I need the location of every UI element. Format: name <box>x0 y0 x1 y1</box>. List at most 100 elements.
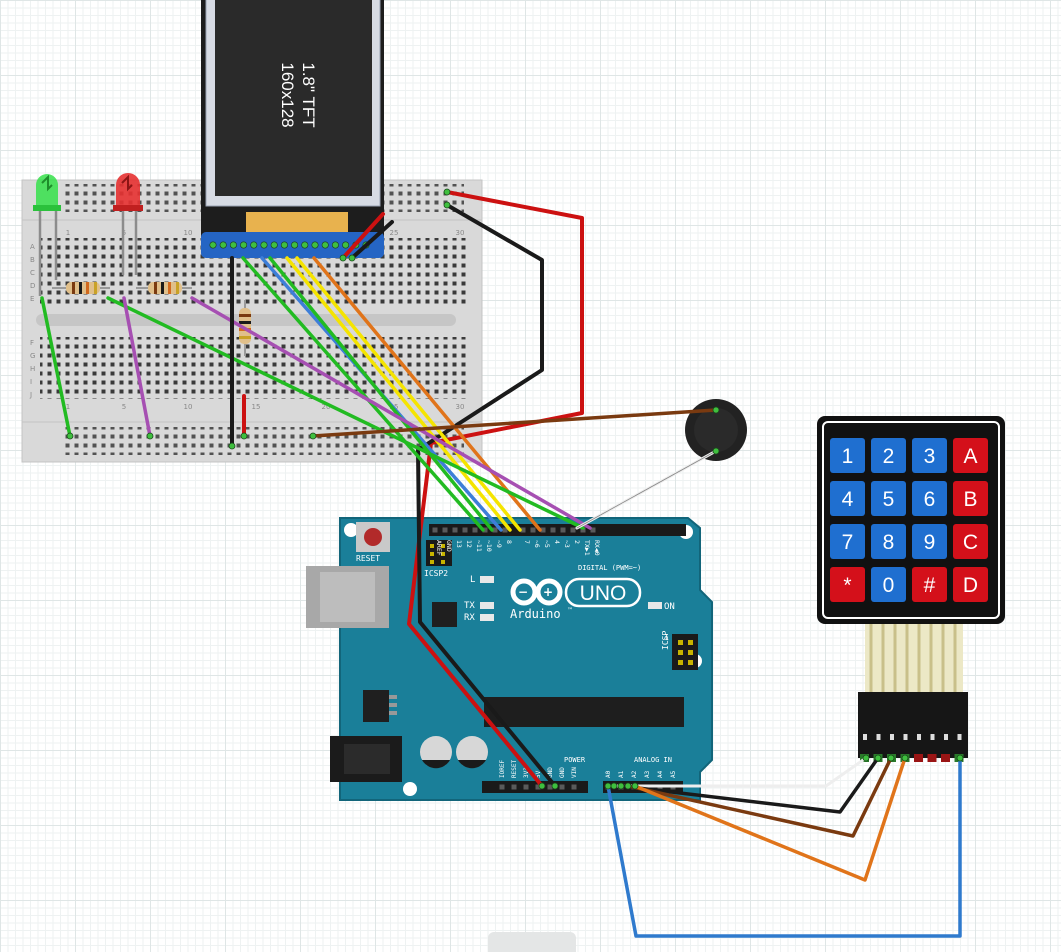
connector-pin <box>930 734 935 740</box>
wire-end-point <box>348 254 356 262</box>
keypad-key[interactable] <box>953 438 988 473</box>
wire-tft-yellow-10[interactable] <box>295 256 522 532</box>
power-pin-label: GND <box>559 767 566 778</box>
wire-led-purple-d6[interactable] <box>190 296 592 530</box>
keypad-key[interactable] <box>871 481 906 516</box>
wire-end-point <box>443 201 451 209</box>
keypad-key[interactable] <box>871 438 906 473</box>
digital-pin <box>502 527 508 533</box>
keypad-key[interactable] <box>830 524 865 559</box>
keypad-key[interactable] <box>912 567 947 602</box>
digital-pin-label: 2 <box>573 540 581 544</box>
wire-buzzer-brown[interactable] <box>311 408 718 438</box>
keypad-key-label: 1 <box>842 445 854 468</box>
wire-buzzer-white-outline <box>576 450 717 529</box>
keypad-key[interactable] <box>912 438 947 473</box>
power-pin <box>511 784 517 790</box>
keypad-key[interactable] <box>912 524 947 559</box>
voltage-regulator <box>363 690 389 722</box>
arduino-uno-board[interactable]: RESET ICSP2 L TX RX ON − + UNO Arduino ™ <box>306 517 713 801</box>
atmega-chip <box>484 697 684 727</box>
keypad-key-label: 9 <box>924 531 936 554</box>
digital-pin-label: 12 <box>465 540 473 548</box>
reset-label: RESET <box>356 554 380 563</box>
reset-button[interactable] <box>356 522 390 552</box>
wire-end-point <box>443 188 451 196</box>
breadboard-row-letter: A <box>30 243 35 251</box>
wire-tft-green-8[interactable] <box>268 256 494 532</box>
keypad-key[interactable] <box>953 567 988 602</box>
connector-socket <box>927 754 937 762</box>
wire-tft-green-13[interactable] <box>241 256 485 532</box>
breadboard-row-letter: I <box>30 378 32 386</box>
power-pin <box>535 784 541 790</box>
green-led[interactable] <box>33 174 61 296</box>
wire-rail-black-gnd[interactable] <box>416 203 557 788</box>
rx-label: RX <box>464 613 475 623</box>
arduino-trademark: ™ <box>567 607 573 614</box>
wire-tft-yellow-12[interactable] <box>285 256 512 532</box>
breadboard-column-number: 30 <box>456 403 465 411</box>
keypad-key[interactable] <box>871 567 906 602</box>
wire-end-point <box>617 782 625 790</box>
logo-plus-glyph: + <box>543 585 553 599</box>
wire-keypad-white[interactable] <box>612 756 868 788</box>
breadboard-row-letter: F <box>30 339 34 347</box>
icsp-pin <box>688 640 693 645</box>
keypad-key[interactable] <box>953 524 988 559</box>
keypad-ribbon-lines <box>869 624 957 694</box>
power-pin-label: VIN <box>571 767 578 778</box>
wire-end-point <box>146 432 154 440</box>
keypad-key[interactable] <box>912 481 947 516</box>
digital-pin-label: 13 <box>455 540 463 548</box>
digital-pin-label: ~11 <box>475 540 483 552</box>
tft-pin <box>270 241 278 249</box>
wire-keypad-orange[interactable] <box>633 756 907 882</box>
keypad-key-label: C <box>963 531 978 554</box>
tft-pin <box>331 241 339 249</box>
keypad-key[interactable] <box>830 438 865 473</box>
keypad-key[interactable] <box>830 567 865 602</box>
wire-end-point <box>901 754 909 762</box>
connector-socket <box>914 754 923 762</box>
keypad-key-label: 4 <box>842 488 854 511</box>
wire-rail-red-5v[interactable] <box>407 190 584 788</box>
wire-tft-orange-9[interactable] <box>312 256 542 532</box>
keypad-key[interactable] <box>953 481 988 516</box>
analog-pin-label: A4 <box>657 770 664 778</box>
wire-end-point <box>551 782 559 790</box>
resistor-1[interactable] <box>52 282 110 294</box>
power-pin <box>523 784 529 790</box>
wire-keypad-brown[interactable] <box>626 756 893 838</box>
digital-pin <box>492 527 498 533</box>
power-header-label: POWER <box>564 756 586 764</box>
wire-keypad-blue[interactable] <box>606 756 962 938</box>
breadboard-column-number: 10 <box>184 229 193 237</box>
keypad-key[interactable] <box>830 481 865 516</box>
tft-label-group: 1.8" TFT 160x128 <box>278 62 318 127</box>
tft-size-label: 1.8" TFT <box>299 62 318 127</box>
digital-pin <box>580 527 586 533</box>
keypad-key-label: 3 <box>924 445 936 468</box>
tft-pin <box>321 241 329 249</box>
breadboard-column-number: 15 <box>252 403 261 411</box>
tft-display-module[interactable]: 1.8" TFT 160x128 <box>201 0 384 258</box>
bottom-panel-tab[interactable] <box>488 932 576 952</box>
wire-keypad-black[interactable] <box>619 756 880 814</box>
wire-led-green-gnd[interactable] <box>40 296 72 438</box>
keypad-key[interactable] <box>871 524 906 559</box>
wire-tft-gnd-black[interactable] <box>350 220 394 260</box>
wire-tft-vcc-red[interactable] <box>341 212 385 260</box>
wire-led-purple-gnd[interactable] <box>122 296 152 438</box>
smd-chip <box>432 602 457 627</box>
keypad-key-label: 8 <box>883 531 895 554</box>
connector-pin <box>957 734 962 740</box>
resistor-2[interactable] <box>136 282 192 294</box>
analog-header-label: ANALOG IN <box>634 756 672 764</box>
red-led[interactable] <box>113 173 143 275</box>
wire-led-green-d7[interactable] <box>106 296 585 530</box>
